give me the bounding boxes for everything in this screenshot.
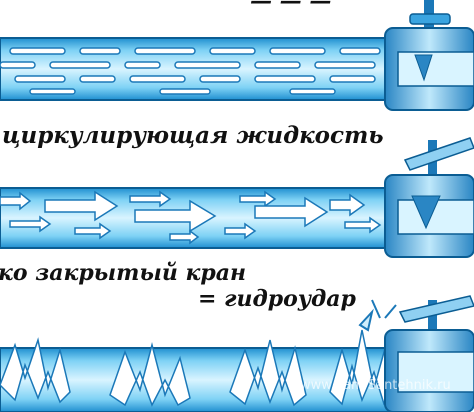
liquid-dashes <box>0 47 381 95</box>
valve-closed <box>358 295 474 412</box>
flow-arrows <box>0 190 382 245</box>
top-cut-label: — — — <box>250 0 332 14</box>
watermark: www.Sam Santehnik.ru <box>300 378 451 393</box>
water-hammer-label: = гидроудар <box>198 286 356 312</box>
shock-zigzags <box>0 329 397 407</box>
pipe-still-liquid <box>0 37 401 101</box>
pipe-circulating-liquid <box>0 187 401 249</box>
closed-valve-label: ко закрытый кран <box>0 260 247 286</box>
valve-half-closed <box>384 137 474 258</box>
valve-open <box>384 0 474 111</box>
circulating-liquid-label: циркулирующая жидкость <box>2 122 384 149</box>
pipe-water-hammer <box>0 329 401 412</box>
burst-mark <box>358 299 397 332</box>
